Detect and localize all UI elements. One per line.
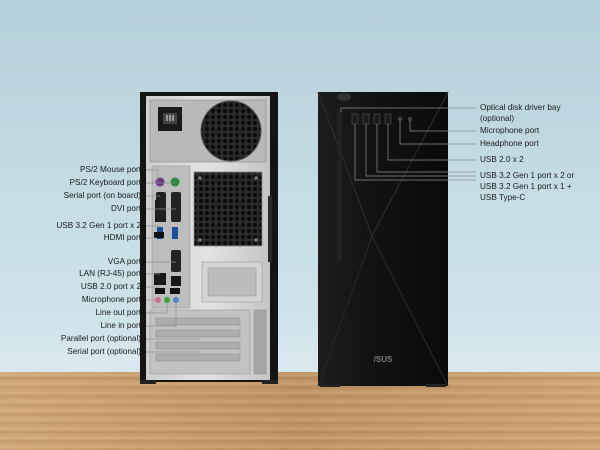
label-microphone-rear: Microphone port (81, 295, 141, 304)
label-usb20-rear: USB 2.0 port x 2 (80, 282, 141, 291)
rear-case (140, 92, 278, 384)
label-usb32-front-line2: USB 3.2 Gen 1 port x 1 + (480, 182, 572, 191)
label-ps2-keyboard-port: PS/2 Keyboard port (69, 178, 141, 187)
brand-logo: /SUS (374, 355, 393, 364)
label-serial-port-onboard: Serial port (on board) (63, 191, 141, 200)
label-lan-port: LAN (RJ-45) port (79, 269, 141, 278)
label-optical-bay: Optical disk driver bay (480, 103, 561, 112)
label-optical-bay-optional: (optional) (480, 114, 515, 123)
label-usb20-front: USB 2.0 x 2 (480, 155, 524, 164)
label-usb32-gen1-rear: USB 3.2 Gen 1 port x 2 (56, 221, 141, 230)
label-line-in-port: Line in port (100, 321, 141, 330)
label-parallel-port: Parallel port (optional) (60, 334, 141, 343)
label-usb32-front-line1: USB 3.2 Gen 1 port x 2 or (480, 171, 575, 180)
rear-callout-lines (146, 169, 200, 353)
label-microphone-front: Microphone port (480, 126, 540, 135)
label-dvi-port: DVI port (110, 204, 141, 213)
label-hdmi-port: HDMI port (103, 233, 141, 242)
psu-fan (201, 101, 261, 161)
label-usb-type-c: USB Type-C (480, 193, 526, 202)
label-serial-port-optional: Serial port (optional) (67, 347, 141, 356)
label-headphone-port: Headphone port (480, 139, 539, 148)
case-fan (194, 172, 262, 246)
front-callout-lines (340, 107, 476, 181)
label-line-out-port: Line out port (95, 308, 141, 317)
wooden-desk (0, 372, 600, 450)
front-case: /SUS (317, 91, 449, 387)
label-ps2-mouse-port: PS/2 Mouse port (80, 165, 141, 174)
label-vga-port: VGA port (107, 257, 141, 266)
